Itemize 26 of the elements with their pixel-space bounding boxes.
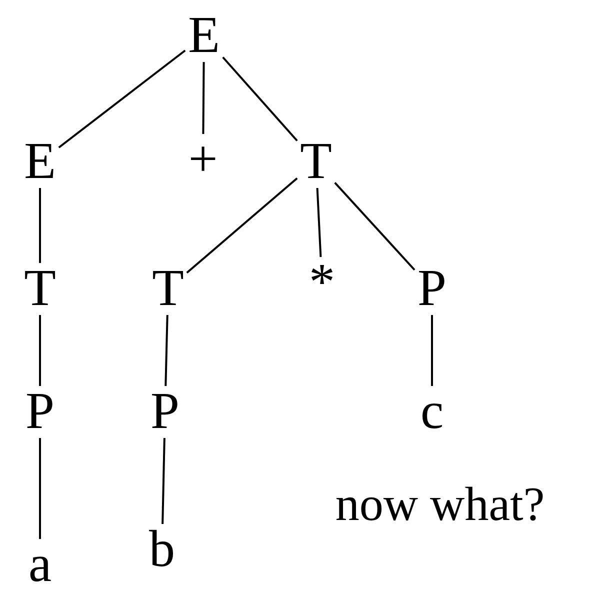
tree-node-symbol: E	[21, 136, 59, 188]
tree-edge-line	[162, 438, 166, 524]
tree-node-symbol: E	[185, 10, 223, 62]
tree-node-symbol: T	[297, 136, 335, 188]
tree-edge-line	[39, 438, 41, 539]
tree-node-symbol: *	[306, 257, 338, 309]
tree-edge-line	[431, 315, 433, 386]
tree-edge-line	[186, 177, 298, 274]
tree-node-symbol: T	[149, 263, 187, 315]
tree-node-symbol: c	[417, 386, 447, 438]
tree-edge-line	[164, 314, 168, 386]
tree-node-symbol: a	[25, 539, 55, 591]
tree-edge-line	[334, 182, 416, 271]
tree-edge-line	[202, 62, 205, 134]
tree-edge-line	[222, 56, 298, 142]
tree-node-symbol: P	[148, 386, 182, 438]
tree-edge-line	[39, 315, 41, 386]
tree-node-symbol: P	[414, 263, 450, 315]
tree-edge-line	[316, 188, 322, 258]
tree-edge-line	[58, 50, 186, 148]
note-text: now what?	[335, 481, 545, 529]
tree-edge-line	[39, 188, 41, 263]
tree-node-symbol: T	[21, 263, 59, 315]
tree-node-symbol: +	[185, 134, 221, 186]
tree-node-symbol: P	[22, 386, 58, 438]
tree-node-symbol: b	[146, 524, 178, 576]
